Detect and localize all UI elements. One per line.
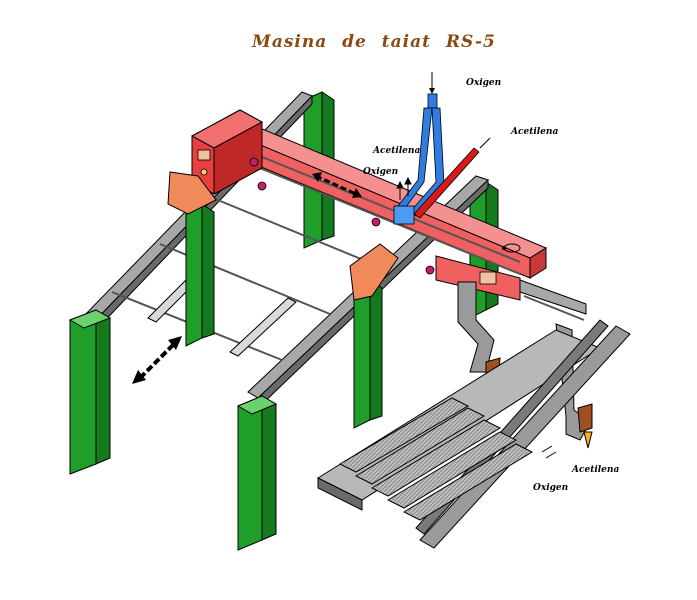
gantry-leg-right xyxy=(349,243,399,301)
label-acetilena-top-right: Acetilena xyxy=(511,127,559,137)
label-acetilena-bottom: Acetilena xyxy=(572,465,620,475)
rod-track-right xyxy=(519,279,587,321)
gantry-leg-left xyxy=(167,171,217,215)
gantry-travel-arrow-icon xyxy=(132,336,182,384)
exhaust-arrows-icon xyxy=(396,176,412,200)
carriage-panel-right xyxy=(435,255,521,301)
acetylene-pipe xyxy=(413,137,491,219)
cross-shafts xyxy=(111,195,379,361)
inlet-arrows-icon xyxy=(541,445,557,459)
label-oxigen-bottom: Oxigen xyxy=(533,483,569,493)
diagram-title: Masina de taiat RS-5 xyxy=(252,32,496,52)
pillar-front-left xyxy=(68,309,112,475)
control-box xyxy=(190,109,264,195)
label-oxigen-left: Oxigen xyxy=(363,167,399,177)
beam-pins xyxy=(249,157,435,275)
pillar-mid-right xyxy=(353,279,383,429)
label-acetilena-left: Acetilena xyxy=(373,146,421,156)
rotation-icon xyxy=(502,243,521,253)
label-oxigen-top: Oxigen xyxy=(466,78,502,88)
pillar-front-right xyxy=(236,395,278,551)
beam-travel-arrow-icon xyxy=(312,172,362,198)
pillar-mid-left xyxy=(185,203,215,347)
oxygen-pipe xyxy=(393,72,445,225)
workpiece-grid xyxy=(338,397,534,521)
